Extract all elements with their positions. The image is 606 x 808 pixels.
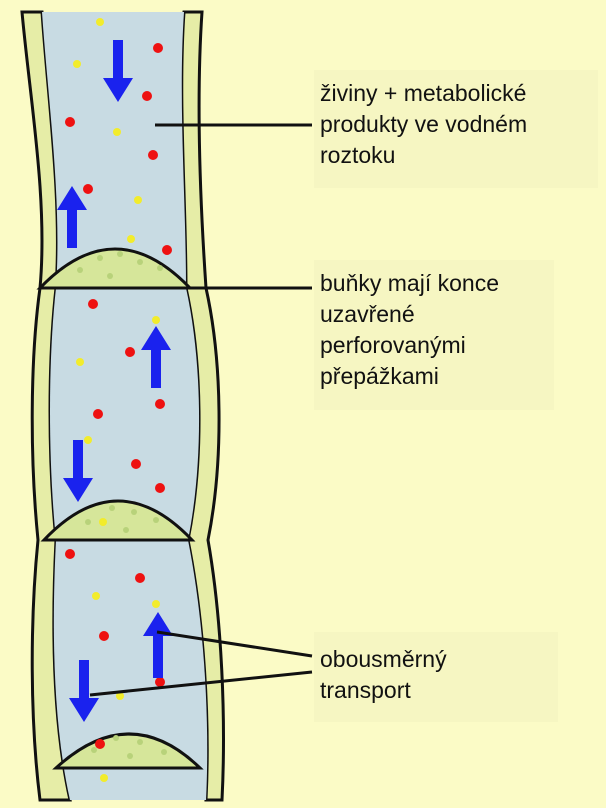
label-septa-line-1: buňky mají konce (320, 268, 544, 299)
label-nutrients: živiny + metabolické produkty ve vodném … (314, 70, 598, 188)
label-nutrients-line-3: roztoku (320, 140, 588, 171)
label-septa-line-3: perforovanými (320, 330, 544, 361)
label-septa-line-2: uzavřené (320, 299, 544, 330)
label-septa-line-4: přepážkami (320, 361, 544, 392)
label-nutrients-line-2: produkty ve vodném (320, 109, 588, 140)
label-transport-line-1: obousměrný (320, 644, 548, 675)
label-transport-line-2: transport (320, 675, 548, 706)
label-bidirectional-transport: obousměrný transport (314, 632, 558, 722)
label-nutrients-line-1: živiny + metabolické (320, 78, 588, 109)
label-sieve-plates: buňky mají konce uzavřené perforovanými … (314, 260, 554, 410)
